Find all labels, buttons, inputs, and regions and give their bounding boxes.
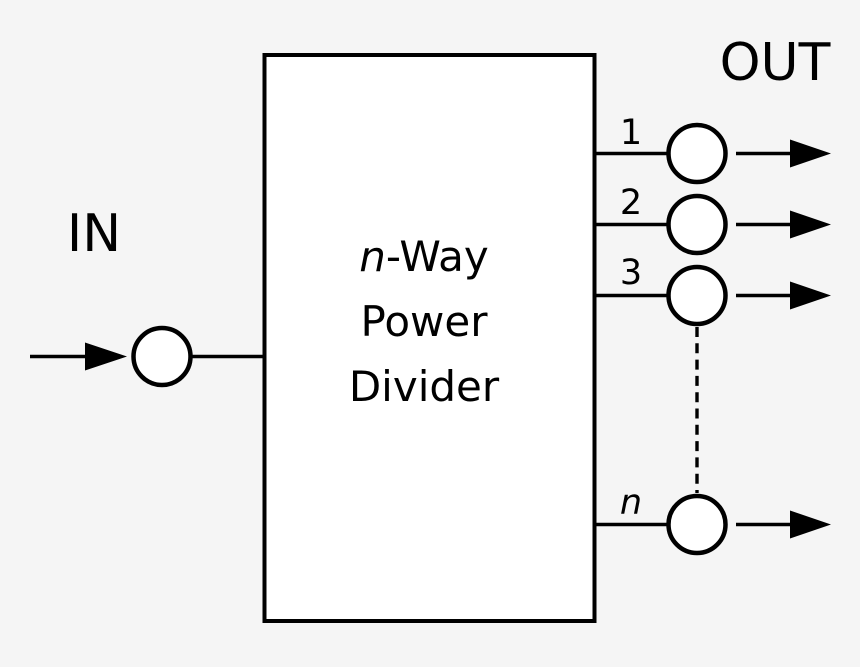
box-title-line-3: Divider [349,362,500,411]
output-port-n [594,493,831,556]
output-port-1 [594,122,831,185]
port-2-node-circle [666,193,728,256]
port-n-node-circle [666,493,728,556]
port-3-arrowhead-icon [790,281,831,310]
output-label: OUT [720,33,831,93]
input-node-circle [131,325,193,388]
box-title-line-1: n-Way [359,232,489,281]
port-n-arrowhead-icon [790,510,831,539]
port-3-node-circle [666,264,728,327]
input-port [30,325,264,388]
divider-box [262,53,597,623]
port-n-label: n [620,483,642,523]
port-1-arrowhead-icon [790,139,831,168]
output-port-3 [594,264,831,327]
box-title-line-2: Power [361,297,489,346]
port-3-label: 3 [620,253,642,293]
port-2-label: 2 [620,183,642,223]
input-label: IN [67,204,121,264]
box-title-n-italic: n [359,232,386,281]
box-title-way: -Way [386,232,489,281]
port-2-arrowhead-icon [790,210,831,239]
port-1-label: 1 [620,113,642,153]
output-port-2 [594,193,831,256]
input-arrowhead-icon [85,342,127,371]
port-1-node-circle [666,122,728,185]
